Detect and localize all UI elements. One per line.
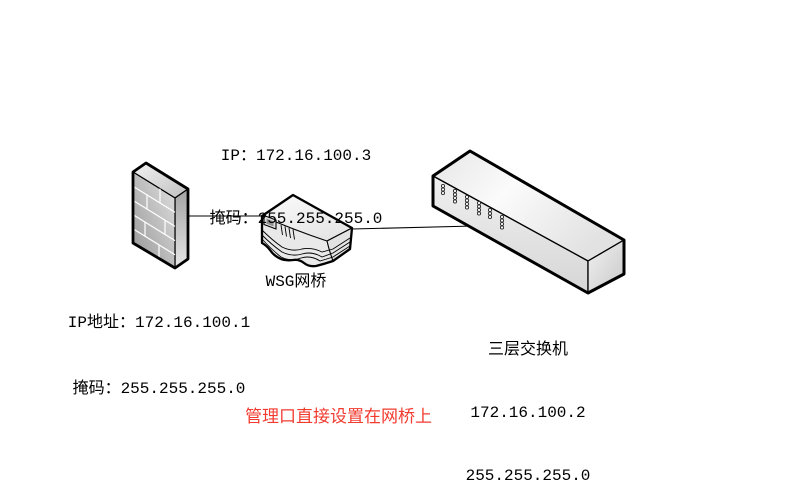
switch-label: 三层交换机 172.16.100.2 255.255.255.0 [466,298,591,494]
bridge-name: WSG网桥 [265,273,327,291]
firewall-label: IP地址：172.16.100.1 掩码：255.255.255.0 [68,268,250,444]
management-note: 管理口直接设置在网桥上 [245,409,432,428]
firewall-icon [131,161,190,270]
cable-bridge-switch [351,225,475,230]
bridge-ip: IP：172.16.100.3 [220,147,372,165]
layer3-switch-icon [431,149,626,295]
bridge-mask: 掩码：255.255.255.0 [209,210,383,228]
brick-pattern [132,185,176,260]
switch-port-leds [440,183,505,230]
bridge-device-icon [260,193,354,268]
firewall-mask: 掩码：255.255.255.0 [72,380,246,398]
bridge-vents [280,224,295,240]
firewall-ip: IP地址：172.16.100.1 [67,314,251,332]
switch-name: 三层交换机 [487,341,569,359]
bridge-label: IP：172.16.100.3 掩码：255.255.255.0 WSG网桥 [210,104,383,335]
switch-ip: 172.16.100.2 [470,404,586,422]
bridge-port-inner [266,218,274,227]
switch-mask: 255.255.255.0 [465,467,591,485]
